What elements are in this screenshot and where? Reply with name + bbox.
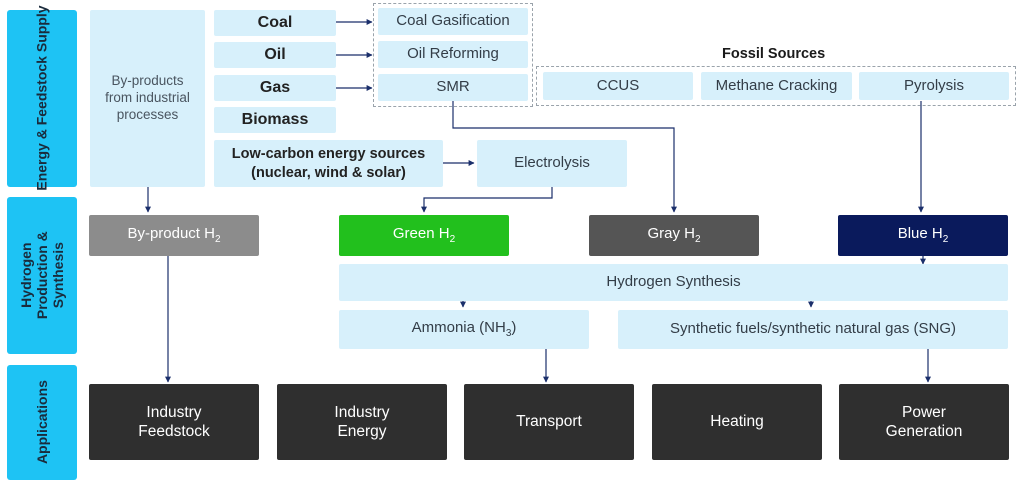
oil-reforming-label: Oil Reforming <box>407 45 499 63</box>
fossil-sources-dashed-group <box>536 66 1016 106</box>
transport-box: Transport <box>464 384 634 460</box>
smr-label: SMR <box>436 78 470 96</box>
biomass-label: Biomass <box>241 111 309 128</box>
byproducts-box: By-products from industrial processes <box>90 10 205 187</box>
byproducts-text: By-products from industrial processes <box>105 73 190 122</box>
synthetic-fuels-label: Synthetic fuels/synthetic natural gas (S… <box>670 320 956 338</box>
green-h2-box: Green H2 <box>339 215 509 256</box>
gas-box: Gas <box>214 75 336 101</box>
heating-box: Heating <box>652 384 822 460</box>
oil-reforming-box: Oil Reforming <box>378 41 528 68</box>
coal-label: Coal <box>257 14 293 31</box>
coal-gasification-label: Coal Gasification <box>396 12 510 30</box>
pyrolysis-label: Pyrolysis <box>903 76 964 94</box>
low-carbon-box: Low-carbon energy sources (nuclear, wind… <box>214 140 443 187</box>
blue-h2-label: Blue H2 <box>898 225 949 247</box>
gray-h2-box: Gray H2 <box>589 215 759 256</box>
side-label-production: Hydrogen Production & Synthesis <box>7 197 77 354</box>
ammonia-label: Ammonia (NH3) <box>412 319 517 341</box>
blue-h2-box: Blue H2 <box>838 215 1008 256</box>
power-generation-line1: Power <box>902 403 946 421</box>
gray-h2-text: Gray H <box>647 224 695 242</box>
industry-feedstock-line1: Industry <box>146 403 202 421</box>
heating-label: Heating <box>710 413 764 431</box>
green-h2-label: Green H2 <box>393 225 455 247</box>
industry-feedstock-line2: Feedstock <box>138 423 210 440</box>
oil-box: Oil <box>214 42 336 68</box>
fossil-sources-title: Fossil Sources <box>722 46 826 62</box>
ammonia-close: ) <box>511 318 517 336</box>
low-carbon-line2: (nuclear, wind & solar) <box>251 164 406 181</box>
smr-box: SMR <box>378 74 528 101</box>
biomass-box: Biomass <box>214 107 336 133</box>
byproduct-h2-box: By-product H2 <box>89 215 259 256</box>
oil-label: Oil <box>264 46 286 63</box>
methane-cracking-label: Methane Cracking <box>715 76 838 94</box>
green-h2-text: Green H <box>392 224 450 242</box>
gas-label: Gas <box>259 79 291 96</box>
coal-gasification-box: Coal Gasification <box>378 8 528 35</box>
low-carbon-line1: Low-carbon energy sources <box>231 146 426 163</box>
conversion-dashed-group <box>373 3 533 107</box>
ammonia-text: Ammonia (NH <box>411 318 506 336</box>
industry-energy-line2: Energy <box>337 423 387 440</box>
byproduct-h2-label: By-product H2 <box>127 225 220 247</box>
ammonia-box: Ammonia (NH3) <box>339 310 589 349</box>
hydrogen-synthesis-label: Hydrogen Synthesis <box>606 273 741 291</box>
arrow-smr-gray <box>452 101 677 213</box>
blue-h2-subscript: 2 <box>942 233 949 245</box>
methane-cracking-box: Methane Cracking <box>701 72 852 100</box>
hydrogen-synthesis-box: Hydrogen Synthesis <box>339 264 1008 301</box>
gray-h2-label: Gray H2 <box>647 225 700 247</box>
transport-label: Transport <box>516 413 582 431</box>
power-generation-box: Power Generation <box>839 384 1009 460</box>
synthetic-fuels-box: Synthetic fuels/synthetic natural gas (S… <box>618 310 1008 349</box>
ccus-box: CCUS <box>543 72 693 100</box>
power-generation-line2: Generation <box>885 423 963 440</box>
ccus-label: CCUS <box>596 76 640 94</box>
electrolysis-box: Electrolysis <box>477 140 627 187</box>
coal-box: Coal <box>214 10 336 36</box>
blue-h2-text: Blue H <box>897 224 943 242</box>
ammonia-subscript: 3 <box>505 327 512 339</box>
industry-feedstock-box: Industry Feedstock <box>89 384 259 460</box>
electrolysis-label: Electrolysis <box>514 154 590 172</box>
side-label-applications: Applications <box>7 365 77 480</box>
byproduct-h2-subscript: 2 <box>214 233 221 245</box>
side-label-supply: Energy & Feedstock Supply <box>7 6 77 191</box>
green-h2-subscript: 2 <box>449 233 456 245</box>
arrow-electrolysis-green <box>421 187 553 213</box>
byproduct-h2-text: By-product H <box>127 224 215 242</box>
pyrolysis-box: Pyrolysis <box>859 72 1009 100</box>
industry-energy-line1: Industry <box>334 403 390 421</box>
gray-h2-subscript: 2 <box>694 233 701 245</box>
industry-energy-box: Industry Energy <box>277 384 447 460</box>
